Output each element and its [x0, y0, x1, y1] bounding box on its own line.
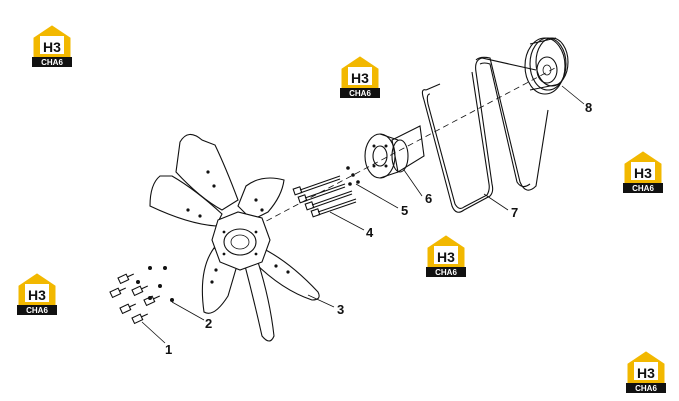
callout-8: 8 [585, 100, 592, 115]
watermark-logo-4: H3 CHA6 [425, 235, 467, 278]
watermark-logo-5: H3 CHA6 [16, 273, 58, 316]
watermark-logo-1: H3 CHA6 [31, 25, 73, 68]
watermark-logo-text: H3 [637, 365, 655, 381]
fan-hub-spider [211, 211, 271, 271]
watermark-logo-caption: CHA6 [26, 306, 48, 315]
callout-1: 1 [165, 342, 172, 357]
watermark-logo-text: H3 [437, 249, 455, 265]
watermark-logo-text: H3 [351, 70, 369, 86]
fan-blade-upper-left [149, 175, 223, 227]
crank-pulley [524, 37, 569, 95]
fan-washers [136, 266, 174, 302]
watermark-logo-6: H3 CHA6 [625, 351, 667, 394]
watermark-logo-3: H3 CHA6 [622, 151, 664, 194]
fan-blade-lower-right [253, 247, 320, 301]
fan-assembly [149, 133, 320, 342]
watermark-logo-2: H3 CHA6 [339, 56, 381, 99]
watermark-logo-text: H3 [634, 165, 652, 181]
callout-7: 7 [511, 205, 518, 220]
watermark-logo-caption: CHA6 [41, 58, 63, 67]
watermark-logo-caption: CHA6 [435, 268, 457, 277]
fan-blade-upper-right [237, 177, 285, 221]
drive-belt [421, 56, 549, 213]
watermark-logo-text: H3 [28, 287, 46, 303]
leader-lines [141, 85, 585, 344]
fan-mounting-bolts [109, 273, 161, 325]
callout-5: 5 [401, 203, 408, 218]
callout-6: 6 [425, 191, 432, 206]
fan-blade-bottom [243, 261, 275, 342]
watermark-logo-text: H3 [43, 39, 61, 55]
watermark-logo-caption: CHA6 [349, 89, 371, 98]
spacer-washers [346, 166, 360, 186]
fan-hub-center [223, 228, 257, 256]
watermark-logo-caption: CHA6 [632, 184, 654, 193]
callout-3: 3 [337, 302, 344, 317]
watermark-logo-caption: CHA6 [635, 384, 657, 393]
callout-4: 4 [366, 225, 374, 240]
long-bolts [292, 175, 357, 218]
callout-2: 2 [205, 316, 212, 331]
fan-drive-hub [364, 125, 425, 179]
